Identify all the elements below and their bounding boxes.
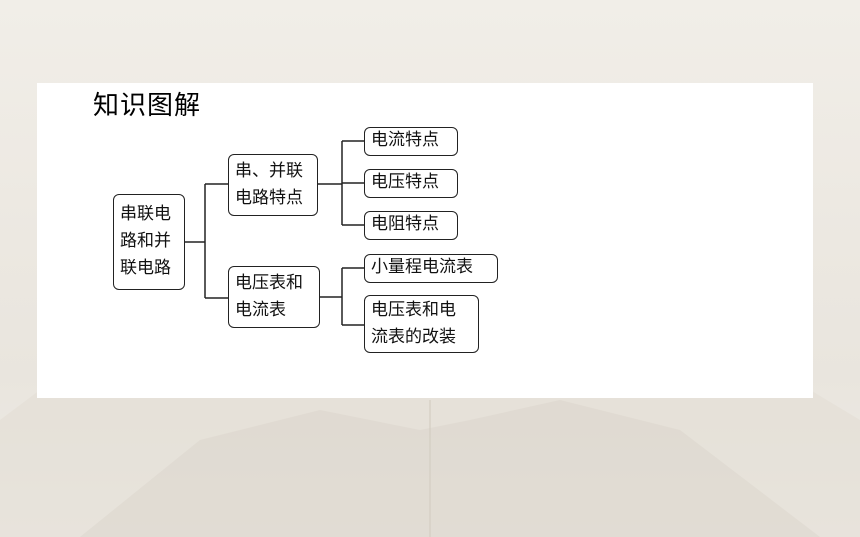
root-node-line: 路和并 (120, 231, 171, 251)
page-title: 知识图解 (93, 91, 202, 121)
leaf-node-label: 电压表和电 (371, 300, 456, 320)
branch-node-line: 电压表和 (235, 273, 303, 293)
leaf-node-label: 流表的改装 (371, 327, 456, 347)
leaf-node-resistance: 电阻特点 (364, 211, 458, 240)
branch-node-circuit-features: 串、并联 电路特点 (228, 154, 318, 216)
leaf-node-label: 电流特点 (371, 130, 439, 150)
leaf-node-meter-conversion: 电压表和电 流表的改装 (364, 295, 479, 353)
branch-node-meters: 电压表和 电流表 (228, 266, 320, 328)
leaf-node-voltage: 电压特点 (364, 169, 458, 198)
leaf-node-label: 小量程电流表 (371, 257, 473, 277)
root-node-line: 串联电 (120, 204, 171, 224)
branch-node-line: 电流表 (235, 300, 286, 320)
leaf-node-current: 电流特点 (364, 127, 458, 156)
leaf-node-label: 电阻特点 (371, 214, 439, 234)
branch-node-line: 电路特点 (235, 188, 303, 208)
leaf-node-galvanometer: 小量程电流表 (364, 254, 498, 283)
root-node: 串联电 路和并 联电路 (113, 194, 185, 290)
branch-node-line: 串、并联 (235, 161, 303, 181)
leaf-node-label: 电压特点 (371, 172, 439, 192)
root-node-line: 联电路 (120, 258, 171, 278)
